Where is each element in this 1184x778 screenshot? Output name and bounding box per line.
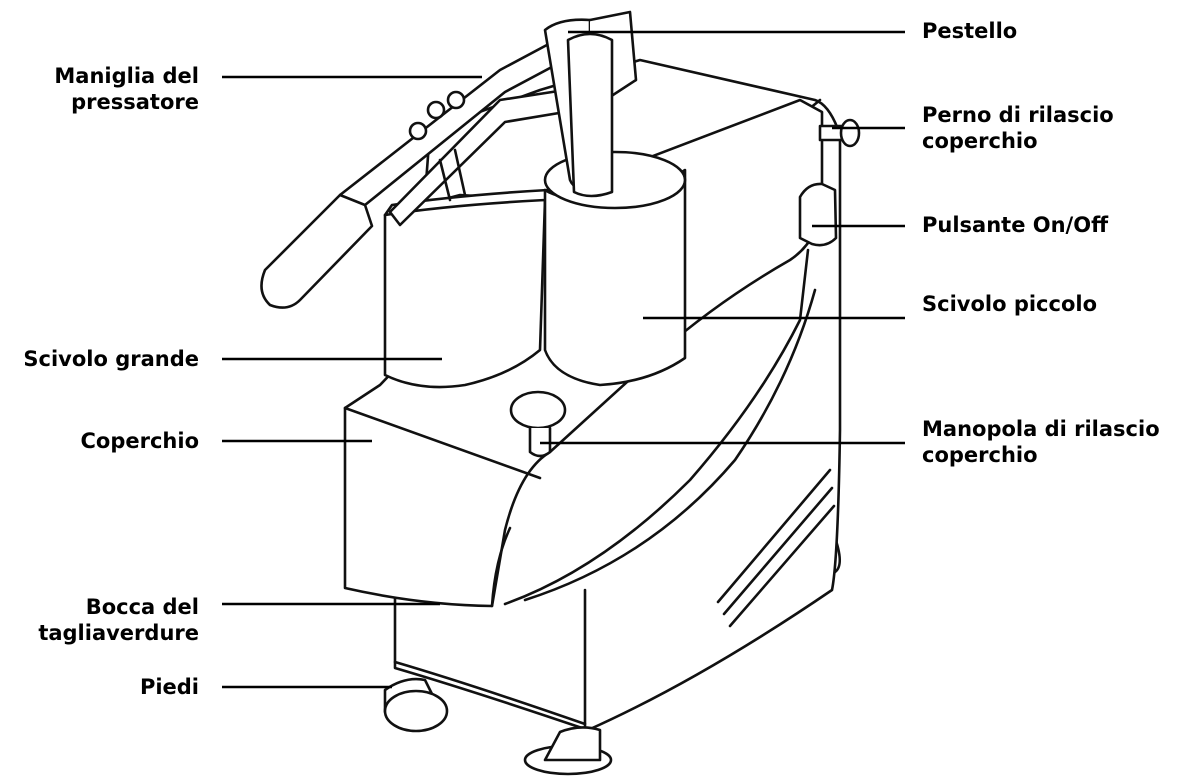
label-mouth-line1: Bocca del xyxy=(85,595,199,619)
leader-lines xyxy=(222,30,905,689)
label-knob-line2: coperchio xyxy=(922,443,1038,467)
label-feet: Piedi xyxy=(139,675,199,699)
label-knob-line1: Manopola di rilascio xyxy=(922,417,1160,441)
front-feet xyxy=(383,677,602,762)
pusher-handle-shape xyxy=(260,36,567,309)
small-chute-shape xyxy=(543,10,687,387)
label-pin-line1: Perno di rilascio xyxy=(922,103,1114,127)
switch-shape xyxy=(798,182,838,247)
label-pusher: Pestello xyxy=(922,19,1018,43)
label-handle: Maniglia del pressatore xyxy=(54,63,199,115)
label-switch: Pulsante On/Off xyxy=(922,213,1109,237)
label-large-chute: Scivolo grande xyxy=(23,347,199,371)
knob-shape xyxy=(509,390,567,458)
label-handle-line2: pressatore xyxy=(71,90,199,114)
label-small-chute: Scivolo piccolo xyxy=(922,292,1098,316)
label-mouth: Bocca del tagliaverdure xyxy=(38,594,199,646)
label-pin-line2: coperchio xyxy=(922,129,1038,153)
label-lid: Coperchio xyxy=(80,429,200,453)
label-mouth-line2: tagliaverdure xyxy=(38,621,199,645)
label-pin: Perno di rilascio coperchio xyxy=(922,102,1114,154)
label-knob: Manopola di rilascio coperchio xyxy=(922,416,1160,468)
label-handle-line1: Maniglia del xyxy=(54,64,199,88)
pin-shape xyxy=(818,118,861,148)
large-chute-shape xyxy=(383,188,550,389)
